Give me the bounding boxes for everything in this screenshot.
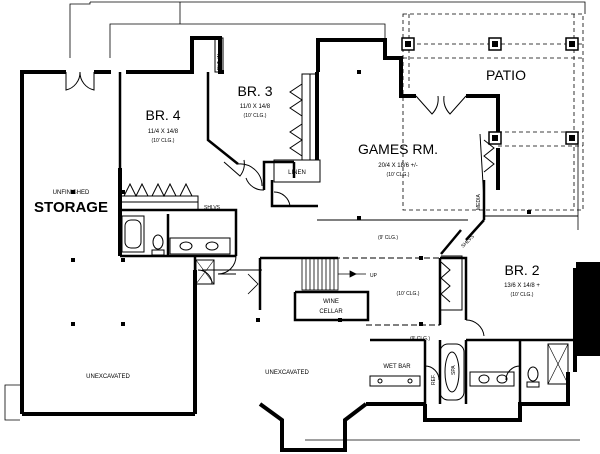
games-room-label: GAMES RM. (358, 141, 438, 157)
plumbing-fixtures (121, 215, 569, 401)
upper-level-outline (4, 1, 586, 441)
unexcavated-center-label: UNEXCAVATED (265, 370, 309, 376)
br3-ceiling: (10' CLG.) (244, 113, 267, 119)
br2-size: 13/6 X 14/8 + (504, 283, 540, 289)
br3-label: BR. 3 (237, 83, 272, 99)
stair-ceiling-label: (10' CLG.) (397, 291, 420, 297)
unexcavated-left-label: UNEXCAVATED (86, 374, 130, 380)
columns (71, 70, 531, 326)
vanity-counter (169, 237, 231, 255)
shlvs-hall-label: SHLVS (460, 233, 476, 249)
stair-up-label: UP (370, 273, 378, 279)
br2-label: BR. 2 (504, 262, 539, 278)
shlvs-br4-label: SHLVS (204, 205, 221, 211)
wetbar-ceiling-label: (9' CLG.) (410, 336, 430, 342)
storage-label: STORAGE (34, 199, 108, 216)
games-room-size: 20/4 X 18/6 +/- (378, 163, 418, 169)
stairs (301, 257, 366, 291)
patio-post (492, 41, 498, 47)
br4-label: BR. 4 (145, 107, 180, 123)
exterior-walls (20, 36, 577, 452)
patio-label: PATIO (486, 67, 526, 83)
spa-label: SPA (451, 365, 457, 375)
games-room-ceiling: (10' CLG.) (387, 172, 410, 178)
fireplace (576, 262, 600, 356)
closet-shelving (119, 73, 495, 311)
patio-post (405, 41, 411, 47)
patio-area (401, 13, 584, 211)
hall-ceiling-label: (9' CLG.) (378, 235, 398, 241)
patio-post (569, 135, 575, 141)
ref-label: REF. (431, 374, 437, 385)
media-label: MEDIA (476, 194, 482, 211)
wine-cellar-line1: WINE (323, 299, 339, 305)
patio-post (492, 135, 498, 141)
br4-size: 11/4 X 14/8 (148, 129, 179, 135)
blt-in-label: BLT.-IN (217, 53, 223, 70)
br2-ceiling: (10' CLG.) (511, 292, 534, 298)
wine-cellar-line2: CELLAR (319, 309, 343, 315)
storage-label-top: UNFINISHED (53, 190, 90, 196)
room-labels: PATIO GAMES RM. 20/4 X 18/6 +/- (10' CLG… (34, 53, 540, 385)
wet-bar-label: WET BAR (383, 364, 411, 370)
br3-size: 11/0 X 14/8 (240, 104, 271, 110)
doors (65, 71, 521, 381)
patio-post (569, 41, 575, 47)
br4-ceiling: (10' CLG.) (152, 138, 175, 144)
thin-lines (202, 37, 578, 326)
linen-label: LINEN (288, 170, 306, 176)
